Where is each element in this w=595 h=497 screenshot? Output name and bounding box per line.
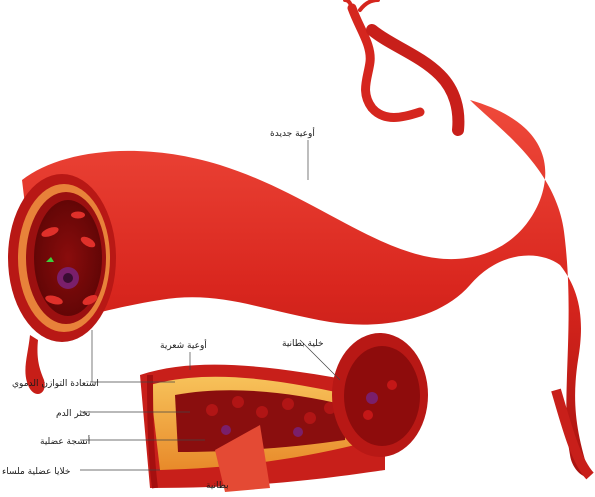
label-blood-clot: تخثر الدم — [56, 409, 91, 419]
label-bottom: بطانية — [206, 481, 229, 491]
vessel-cross-section-left — [8, 174, 116, 342]
label-new-vessels: أوعية جديدة — [270, 127, 315, 139]
label-smooth-muscle: خلايا عضلية ملساء — [2, 467, 70, 477]
label-connective-tissue: أنسجة عضلية — [40, 435, 90, 447]
vessel-cutaway-lower — [140, 333, 428, 492]
branching-vessel — [345, 0, 458, 130]
label-endothelial-cell: خلية بطانية — [282, 339, 324, 349]
label-restore-balance: استعادة التوازن الدموي — [12, 379, 99, 389]
label-capillaries: أوعية شعرية — [160, 339, 207, 351]
